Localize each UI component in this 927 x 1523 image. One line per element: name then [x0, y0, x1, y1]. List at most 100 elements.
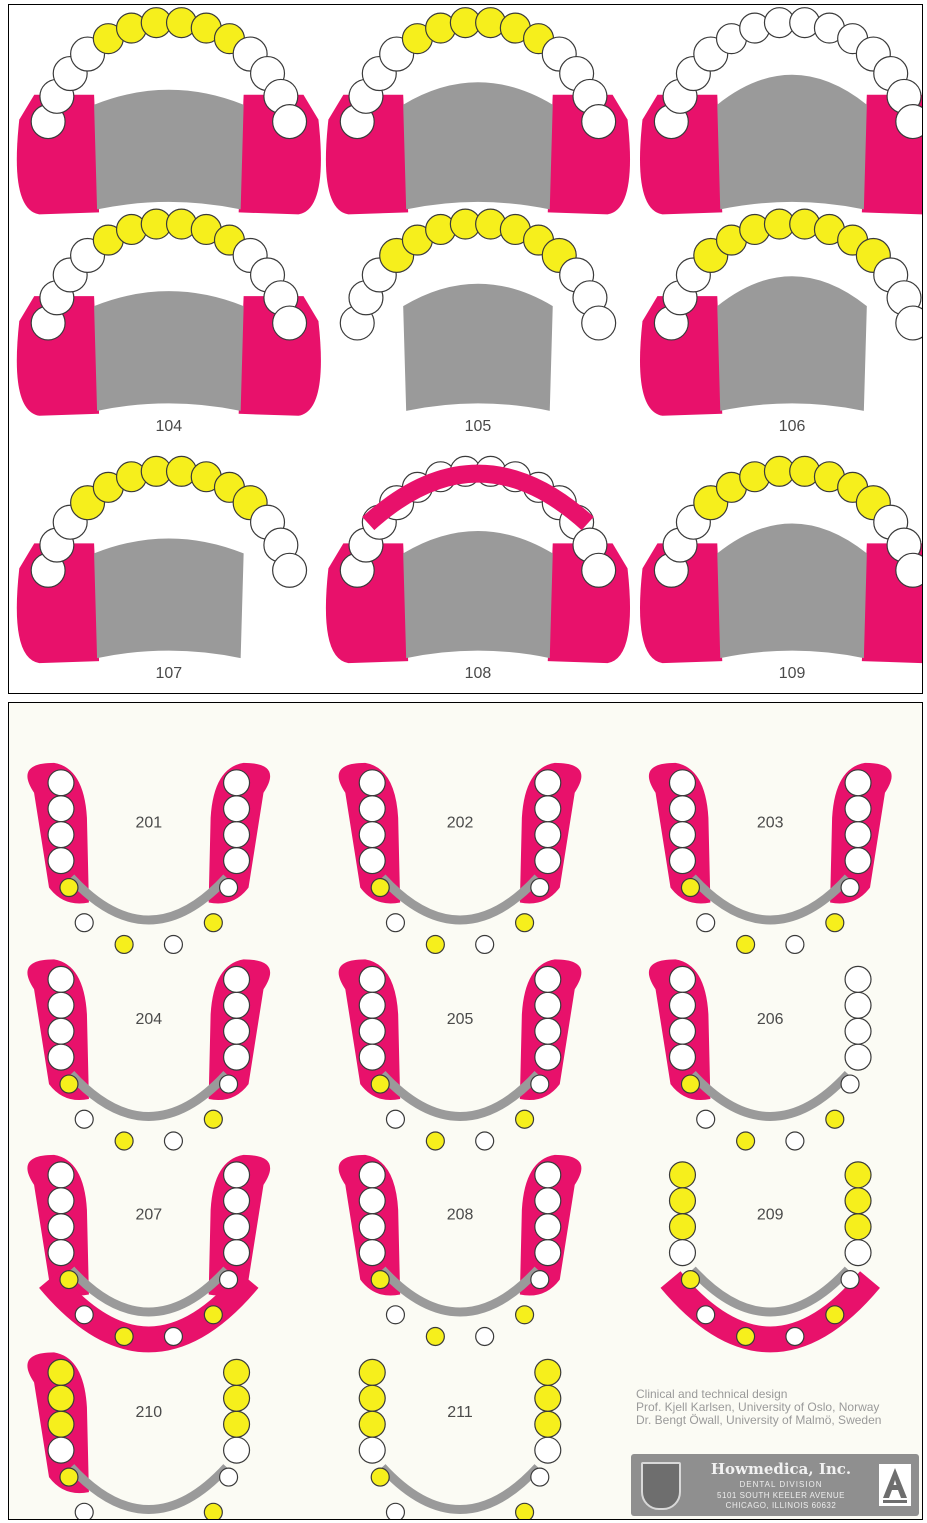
tooth — [845, 796, 871, 822]
tooth — [371, 1075, 389, 1093]
mandibular-denture-icon — [27, 959, 270, 1150]
tooth — [826, 1306, 844, 1324]
howmedica-badge: Howmedica, Inc. DENTAL DIVISION 5101 SOU… — [631, 1454, 919, 1516]
palatal-framework — [94, 291, 244, 411]
tooth — [681, 879, 699, 897]
tooth — [535, 1162, 561, 1188]
tooth — [48, 848, 74, 874]
tooth — [359, 796, 385, 822]
palatal-framework — [717, 276, 867, 411]
mandibular-design-5: 205 — [339, 959, 582, 1150]
design-number: 109 — [779, 665, 806, 682]
mandibular-denture-icon — [27, 1352, 249, 1519]
mandibular-denture-icon — [27, 1155, 270, 1346]
company-name: Howmedica, Inc. — [691, 1460, 871, 1478]
tooth — [670, 1018, 696, 1044]
tooth — [582, 105, 616, 139]
tooth — [359, 1385, 385, 1411]
design-number: 207 — [135, 1207, 162, 1224]
tooth — [386, 1110, 404, 1128]
maxillary-denture-icon — [640, 456, 922, 663]
tooth — [48, 1411, 74, 1437]
tooth — [48, 1240, 74, 1266]
approval-seal-icon — [879, 1464, 911, 1506]
maxillary-denture-icon — [17, 8, 321, 215]
tooth — [224, 992, 250, 1018]
tooth — [371, 1468, 389, 1486]
tooth — [164, 935, 182, 953]
tooth — [535, 796, 561, 822]
tooth — [681, 1271, 699, 1289]
tooth — [48, 770, 74, 796]
palatal-framework — [403, 82, 553, 209]
tooth — [75, 1110, 93, 1128]
tooth — [224, 1359, 250, 1385]
tooth — [535, 992, 561, 1018]
tooth — [224, 1162, 250, 1188]
tooth — [359, 1359, 385, 1385]
design-number: 210 — [135, 1404, 162, 1421]
tooth — [670, 822, 696, 848]
design-number: 107 — [156, 665, 183, 682]
tooth — [273, 105, 307, 139]
tooth — [845, 770, 871, 796]
tooth — [516, 1110, 534, 1128]
tooth — [60, 879, 78, 897]
tooth — [220, 1271, 238, 1289]
tooth — [535, 1411, 561, 1437]
tooth — [359, 1044, 385, 1070]
tooth — [737, 1132, 755, 1150]
tooth — [220, 879, 238, 897]
tooth — [535, 822, 561, 848]
tooth — [359, 848, 385, 874]
mandibular-denture-icon — [27, 763, 270, 954]
tooth — [845, 1214, 871, 1240]
maxillary-denture-icon — [17, 456, 307, 663]
tooth — [841, 879, 859, 897]
tooth — [845, 1044, 871, 1070]
tooth — [359, 1437, 385, 1463]
lingual-bar — [71, 1074, 227, 1116]
tooth — [845, 1240, 871, 1266]
credits-author-owall: Dr. Bengt Öwall, University of Malmö, Sw… — [636, 1414, 921, 1427]
tooth — [359, 1018, 385, 1044]
maxillary-denture-icon — [326, 456, 630, 663]
tooth — [48, 796, 74, 822]
tooth — [115, 1132, 133, 1150]
tooth — [531, 1271, 549, 1289]
tooth — [476, 1132, 494, 1150]
tooth — [670, 1162, 696, 1188]
tooth — [535, 1385, 561, 1411]
tooth — [371, 1271, 389, 1289]
tooth — [535, 1437, 561, 1463]
lingual-bar — [382, 878, 538, 920]
maxillary-design-1: 101 — [17, 8, 321, 234]
tooth — [48, 1188, 74, 1214]
tooth — [359, 822, 385, 848]
tooth — [535, 770, 561, 796]
tooth — [426, 935, 444, 953]
tooth — [845, 822, 871, 848]
design-number: 211 — [447, 1404, 473, 1421]
lingual-bar — [382, 1074, 538, 1116]
maxillary-design-4: 104 — [17, 209, 321, 435]
tooth — [359, 966, 385, 992]
mandibular-denture-icon — [359, 1359, 561, 1519]
mandibular-design-3: 203 — [649, 763, 892, 954]
tooth — [220, 1468, 238, 1486]
lingual-bar — [692, 878, 848, 920]
design-number: 104 — [156, 418, 183, 435]
maxillary-denture-icon — [326, 8, 630, 215]
tooth — [845, 966, 871, 992]
maxillary-design-9: 109 — [640, 456, 922, 682]
lingual-bar — [382, 1467, 538, 1509]
company-city: CHICAGO, ILLINOIS 60632 — [691, 1501, 871, 1510]
tooth — [386, 1306, 404, 1324]
lingual-bar — [692, 1270, 848, 1312]
tooth — [697, 1306, 715, 1324]
palatal-framework — [717, 523, 867, 658]
tooth — [224, 1240, 250, 1266]
design-credits: Clinical and technical design Prof. Kjel… — [636, 1388, 921, 1427]
design-number: 201 — [135, 815, 162, 832]
tooth — [670, 966, 696, 992]
